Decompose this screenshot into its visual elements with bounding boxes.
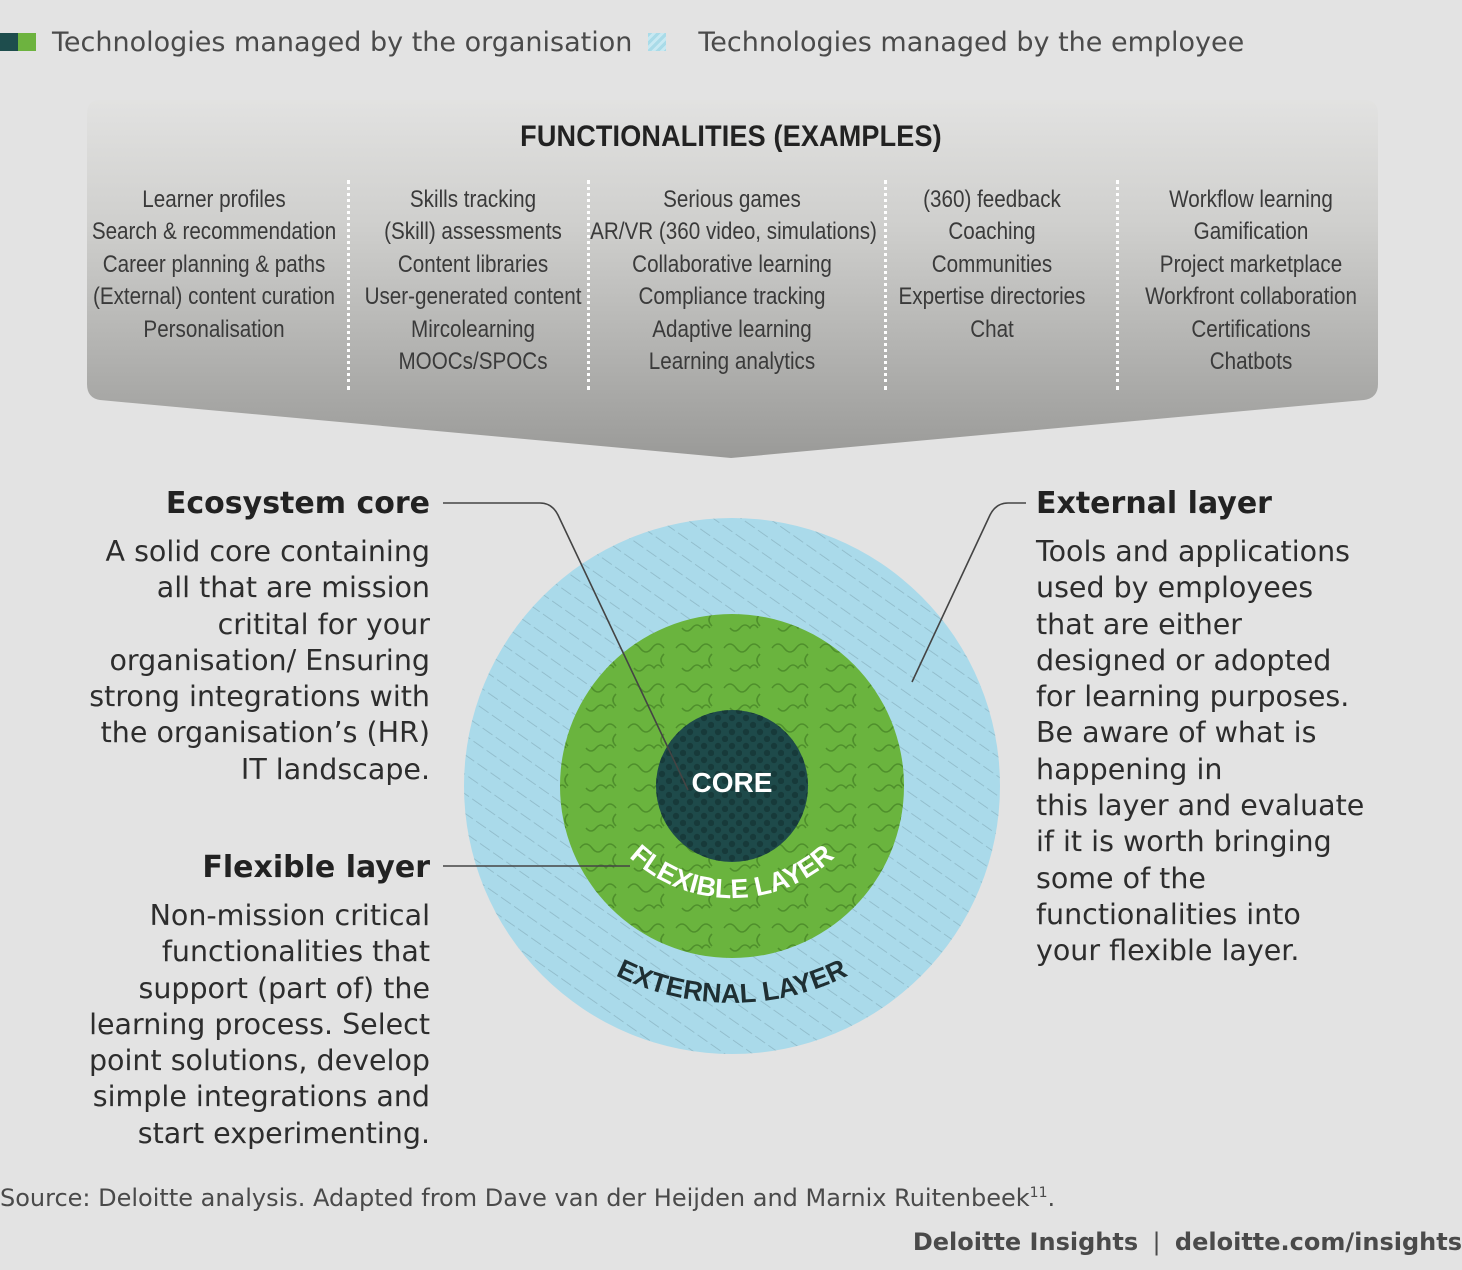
description-line: that are either bbox=[1036, 607, 1243, 641]
ecosystem-core-description: Ecosystem core A solid core containing a… bbox=[50, 486, 430, 788]
brand-url[interactable]: deloitte.com/insights bbox=[1174, 1228, 1462, 1256]
description-line: the organisation’s (HR) bbox=[100, 716, 430, 750]
description-line: Be aware of what is bbox=[1036, 716, 1317, 750]
functionality-item: (External) content curation bbox=[92, 283, 336, 311]
functionality-item: Gamification bbox=[1193, 218, 1309, 246]
functionality-item: Serious games bbox=[663, 186, 801, 213]
functionality-item: Chatbots bbox=[1209, 347, 1293, 375]
functionality-item: Compliance tracking bbox=[638, 283, 826, 311]
functionalities-column-2: Skills tracking (Skill) assessments Cont… bbox=[344, 184, 602, 378]
description-line: all that are mission bbox=[156, 571, 430, 605]
functionality-item: Mircolearning bbox=[411, 315, 535, 343]
description-line: organisation/ Ensuring bbox=[109, 643, 430, 677]
column-divider bbox=[347, 180, 350, 390]
ecosystem-core-title: Ecosystem core bbox=[165, 486, 430, 521]
description-line: designed or adopted bbox=[1036, 643, 1332, 677]
legend-employee-label: Technologies managed by the employee bbox=[698, 26, 1245, 58]
description-line: functionalities into bbox=[1036, 897, 1301, 931]
functionality-item: Search & recommendation bbox=[91, 218, 337, 246]
functionality-item: Learner profiles bbox=[142, 186, 286, 213]
functionalities-column-4: (360) feedback Coaching Communities Expe… bbox=[863, 184, 1121, 346]
description-line: this layer and evaluate bbox=[1036, 789, 1365, 823]
description-line: used by employees bbox=[1036, 571, 1314, 605]
description-line: Tools and applications bbox=[1036, 535, 1351, 568]
description-line: critital for your bbox=[217, 607, 430, 641]
functionality-item: Collaborative learning bbox=[632, 250, 832, 278]
flexible-layer-description: Flexible layer Non-mission critical func… bbox=[50, 850, 430, 1152]
functionality-item: MOOCs/SPOCs bbox=[398, 347, 548, 375]
functionality-item: Certifications bbox=[1191, 315, 1311, 343]
column-divider bbox=[1116, 180, 1119, 390]
description-line: happening in bbox=[1036, 752, 1223, 786]
description-line: if it is worth bringing bbox=[1036, 825, 1332, 859]
description-line: for learning purposes. bbox=[1036, 680, 1350, 714]
source-end: . bbox=[1047, 1184, 1056, 1212]
functionality-item: Skills tracking bbox=[409, 186, 537, 213]
functionality-item: Communities bbox=[931, 250, 1053, 278]
ecosystem-core-leader-line bbox=[443, 502, 689, 791]
functionalities-banner bbox=[87, 100, 1378, 458]
functionality-item: Workflow learning bbox=[1169, 186, 1333, 213]
legend-organisation-label: Technologies managed by the organisation bbox=[52, 26, 633, 58]
credit-line: Deloitte Insights | deloitte.com/insight… bbox=[913, 1228, 1462, 1256]
functionality-item: AR/VR (360 video, simulations) bbox=[590, 218, 877, 246]
legend: Technologies managed by the organisation… bbox=[0, 22, 1244, 62]
core-circle bbox=[656, 710, 808, 862]
organisation-swatch bbox=[0, 33, 36, 51]
external-layer-title: External layer bbox=[1036, 486, 1272, 521]
core-label: CORE bbox=[692, 767, 773, 798]
functionality-item: Chat bbox=[970, 315, 1014, 343]
flexible-layer-title: Flexible layer bbox=[202, 850, 430, 885]
external-layer-description: External layer Tools and applications us… bbox=[1036, 486, 1436, 970]
description-line: Non-mission critical bbox=[149, 899, 430, 932]
functionality-item: User-generated content bbox=[364, 283, 582, 311]
description-line: your flexible layer. bbox=[1036, 934, 1300, 968]
functionality-item: Adaptive learning bbox=[652, 315, 812, 343]
functionalities-title: FUNCTIONALITIES (EXAMPLES) bbox=[520, 120, 942, 153]
functionality-item: Personalisation bbox=[143, 315, 285, 343]
source-text: Source: Deloitte analysis. Adapted from … bbox=[0, 1184, 1030, 1212]
description-line: support (part of) the bbox=[138, 971, 430, 1005]
column-divider bbox=[884, 180, 887, 390]
source-note: Source: Deloitte analysis. Adapted from … bbox=[0, 1184, 1055, 1212]
external-layer-leader-line bbox=[911, 502, 1026, 683]
functionality-item: Expertise directories bbox=[898, 283, 1086, 311]
source-footnote: 11 bbox=[1029, 1185, 1048, 1201]
description-line: some of the bbox=[1036, 861, 1206, 895]
description-line: strong integrations with bbox=[89, 680, 430, 714]
description-line: A solid core containing bbox=[105, 535, 430, 568]
functionalities-column-1: Learner profiles Search & recommendation… bbox=[85, 184, 343, 346]
functionality-item: Coaching bbox=[948, 218, 1036, 246]
functionality-item: Project marketplace bbox=[1159, 250, 1343, 278]
functionality-item: (Skill) assessments bbox=[384, 218, 562, 246]
functionality-item: Content libraries bbox=[397, 250, 549, 278]
functionalities-column-5: Workflow learning Gamification Project m… bbox=[1122, 184, 1380, 378]
functionality-item: Career planning & paths bbox=[102, 250, 326, 278]
description-line: learning process. Select bbox=[89, 1007, 430, 1041]
description-line: functionalities that bbox=[161, 935, 430, 969]
functionality-item: (360) feedback bbox=[923, 186, 1061, 213]
credit-separator: | bbox=[1152, 1228, 1161, 1256]
functionalities-column-3: Serious games AR/VR (360 video, simulati… bbox=[590, 184, 877, 378]
description-line: simple integrations and bbox=[92, 1080, 430, 1114]
functionality-item: Workfront collaboration bbox=[1145, 283, 1357, 311]
column-divider bbox=[587, 180, 590, 390]
functionality-item: Learning analytics bbox=[648, 347, 816, 375]
description-line: IT landscape. bbox=[240, 752, 430, 786]
description-line: start experimenting. bbox=[137, 1116, 430, 1150]
employee-swatch bbox=[648, 33, 667, 51]
brand-name: Deloitte Insights bbox=[912, 1228, 1139, 1256]
description-line: point solutions, develop bbox=[88, 1044, 430, 1078]
